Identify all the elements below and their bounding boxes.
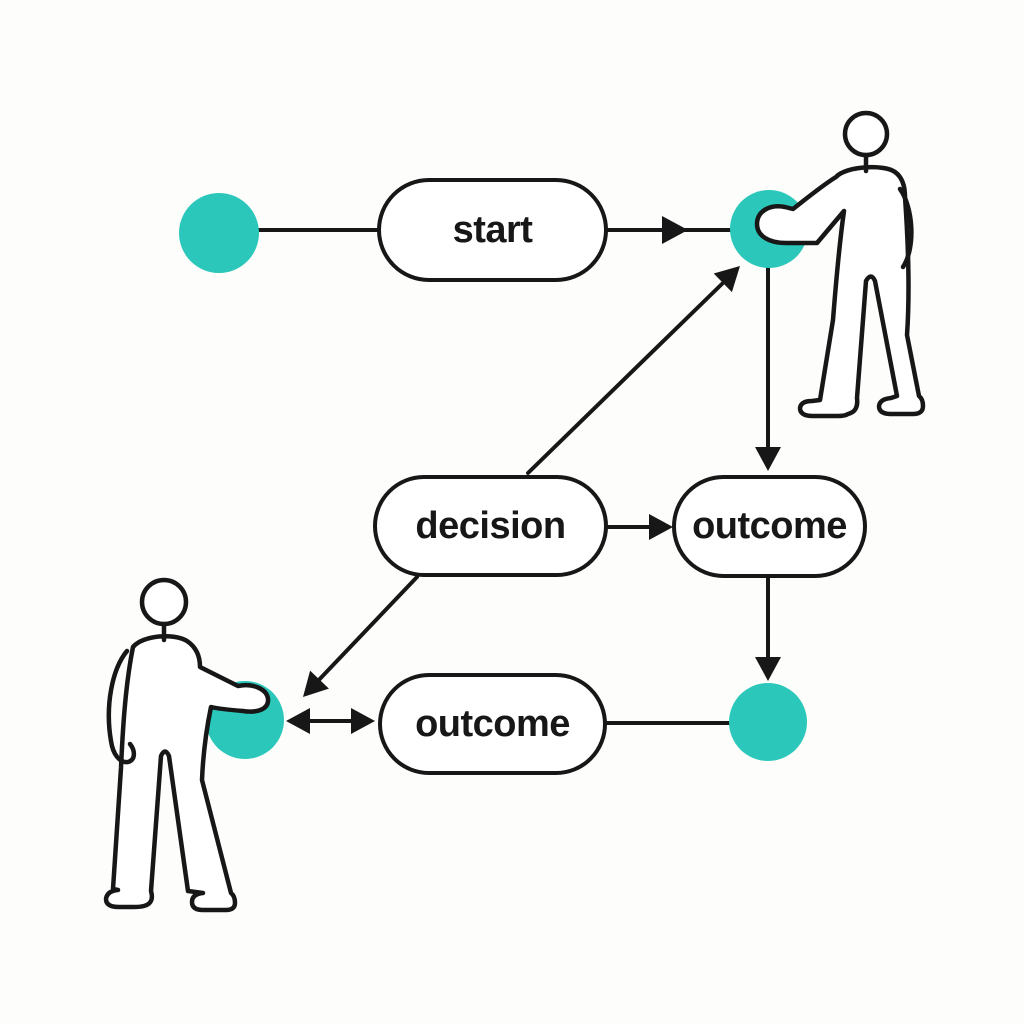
person-icon-top-right [754,110,926,419]
edge-outcome-right-to-terminal-bottomright [755,576,781,681]
arrowhead-left-icon [286,708,310,734]
edge-terminal-bottomleft-outcome-bottom-bidirectional [286,708,375,734]
edge-decision-to-outcome-right [606,514,673,540]
person-head [139,577,189,627]
arrowhead-right-icon [351,708,375,734]
arrowhead-down-icon [755,447,781,471]
person-body [103,633,271,913]
edge-decision-to-terminal-topright [526,266,740,475]
node-start: start [377,178,608,282]
edge-decision-to-terminal-bottomleft [303,575,419,697]
person-back-arm [897,186,914,270]
node-decision: decision [373,475,608,577]
person-body [754,164,926,419]
terminal-circle-top-left [179,193,259,273]
edge-terminal-topright-to-outcome-right [755,250,781,471]
terminal-circle-bottom-right [729,683,807,761]
person-head [842,110,890,158]
node-outcome-right: outcome [672,475,867,578]
node-outcome-bottom: outcome [378,673,607,775]
person-icon-bottom-left [103,577,271,913]
arrowhead-right-icon [662,216,688,244]
arrowhead-right-icon [649,514,673,540]
edge-start-to-terminal-topright [606,216,750,244]
arrowhead-down-icon [755,657,781,681]
arrowhead-downleft-icon [303,670,329,697]
arrowhead-upright-icon [713,266,740,293]
connectors [228,216,781,734]
edge-line [526,278,728,475]
person-back-arm [106,648,137,765]
edge-line [313,575,419,686]
